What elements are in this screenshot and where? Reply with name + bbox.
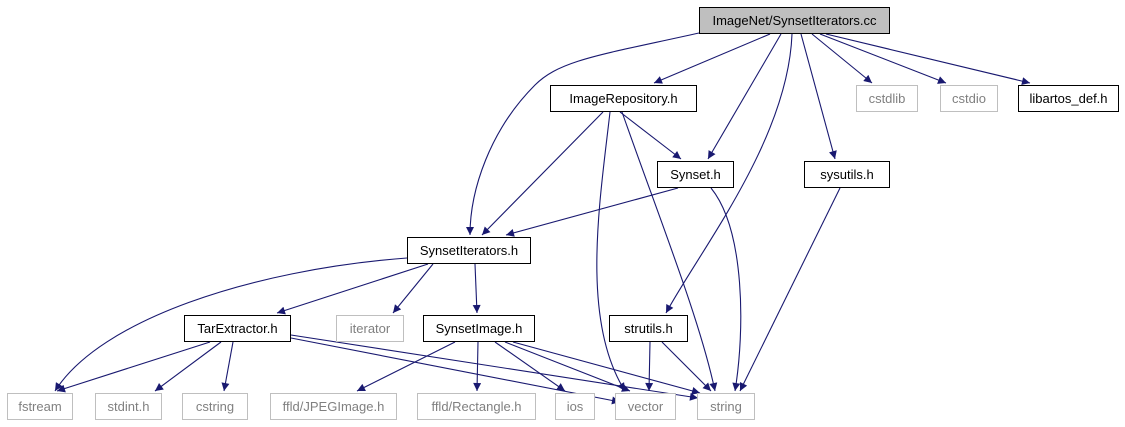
edge-tar-extractor-to-vector (290, 337, 621, 405)
edge-synset-image-to-ios (494, 341, 566, 392)
edge-tar-extractor-to-fstream (56, 341, 211, 393)
edge-cc-to-cstdlib (811, 33, 873, 84)
edge-image-repository-to-string (621, 111, 718, 392)
edge-synset-image-to-rectangle (473, 341, 482, 392)
node-cstdio: cstdio (940, 85, 998, 112)
node-fstream: fstream (7, 393, 73, 420)
edge-cc-to-libartos-def (825, 33, 1031, 86)
edge-cc-to-image-repository (653, 33, 771, 84)
node-cstring: cstring (182, 393, 248, 420)
edge-synset-to-string (710, 187, 742, 392)
edge-cc-to-cstdio (819, 33, 947, 84)
edge-image-repository-to-synset (619, 111, 682, 160)
edge-cc-to-sysutils (800, 33, 837, 160)
edge-synset-to-synset-iterators (505, 187, 679, 237)
edge-image-repository-to-vector (596, 111, 626, 392)
edge-sysutils-to-string (739, 187, 841, 392)
edge-synset-iterators-to-fstream (54, 257, 408, 392)
node-image-repository-h[interactable]: ImageRepository.h (550, 85, 697, 112)
node-libartos-def-h[interactable]: libartos_def.h (1018, 85, 1119, 112)
node-ffld-rectangle-h: ffld/Rectangle.h (417, 393, 536, 420)
node-vector: vector (615, 393, 676, 420)
node-synset-h[interactable]: Synset.h (657, 161, 734, 188)
node-synset-iterators-cc: ImageNet/SynsetIterators.cc (699, 7, 890, 34)
edge-synset-image-to-vector (504, 341, 631, 392)
node-strutils-h[interactable]: strutils.h (609, 315, 688, 342)
edge-image-repository-to-synset-iterators (481, 111, 604, 236)
edge-tar-extractor-to-stdint (154, 341, 222, 392)
edge-cc-to-synset-iterators (466, 32, 700, 236)
node-stdint-h: stdint.h (95, 393, 162, 420)
node-ios: ios (555, 393, 595, 420)
node-cstdlib: cstdlib (856, 85, 918, 112)
edge-synset-image-to-jpeg-image (356, 341, 456, 392)
edge-synset-iterators-to-tar-extractor (276, 263, 429, 315)
edge-synset-iterators-to-synset-image (472, 263, 481, 314)
node-string: string (697, 393, 755, 420)
edge-tar-extractor-to-string (290, 334, 699, 401)
node-synset-image-h[interactable]: SynsetImage.h (423, 315, 535, 342)
edge-strutils-to-string (661, 341, 712, 392)
node-iterator: iterator (336, 315, 404, 342)
edge-cc-to-synset (707, 33, 782, 160)
node-sysutils-h[interactable]: sysutils.h (804, 161, 890, 188)
node-tar-extractor-h[interactable]: TarExtractor.h (184, 315, 291, 342)
edge-synset-image-to-string (512, 341, 701, 395)
node-ffld-jpeg-image-h: ffld/JPEGImage.h (270, 393, 397, 420)
node-synset-iterators-h[interactable]: SynsetIterators.h (407, 237, 531, 264)
edge-strutils-to-vector (645, 341, 654, 392)
edge-synset-iterators-to-iterator (392, 263, 434, 314)
edge-cc-to-strutils (665, 33, 793, 314)
edge-tar-extractor-to-cstring (221, 341, 234, 392)
